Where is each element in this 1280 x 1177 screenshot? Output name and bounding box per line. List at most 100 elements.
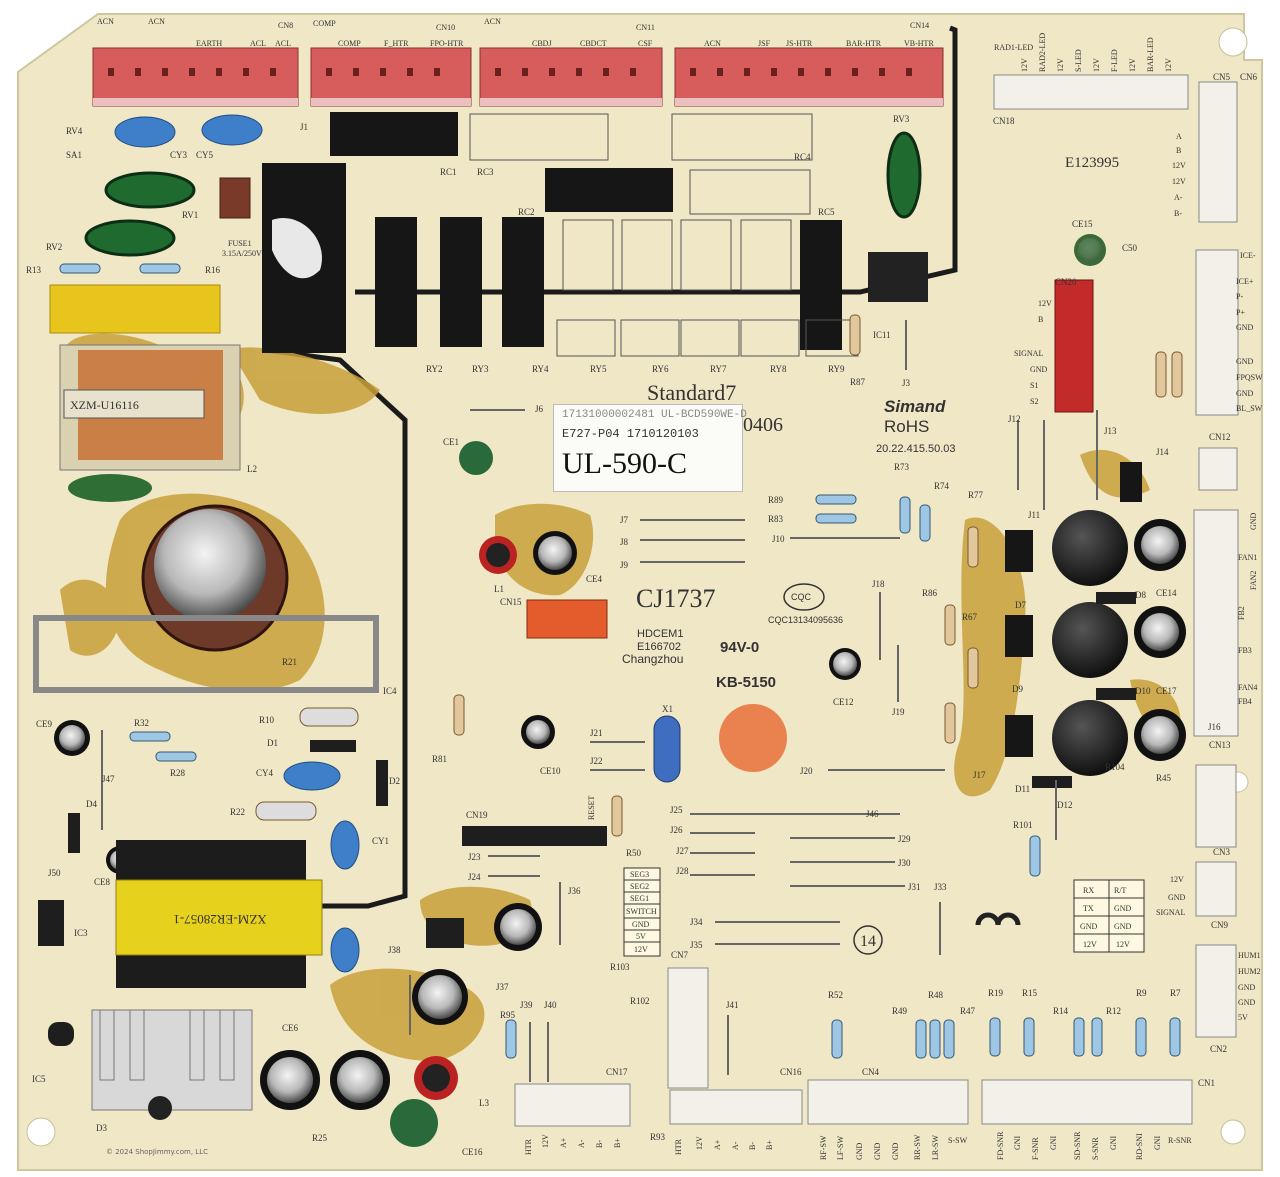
cn1-label: SD-SNR — [1073, 1131, 1082, 1160]
cqc-text: CQC — [791, 592, 812, 602]
ref-cy1: CY1 — [372, 836, 389, 846]
sticker-line-1: 17131000002481 UL-BCD590WE-D — [562, 409, 747, 421]
cj-code: CJ1737 — [636, 584, 715, 613]
ref-d12: D12 — [1057, 800, 1073, 810]
seg-cell: 12V — [634, 945, 648, 954]
cn1-label: RD-SNI — [1135, 1133, 1144, 1160]
ic5 — [48, 1022, 74, 1046]
ref-d2: D2 — [389, 776, 400, 786]
ref-r81: R81 — [432, 754, 447, 764]
cn4-label: LF-SW — [836, 1136, 845, 1160]
ref-cy5: CY5 — [196, 150, 214, 160]
rx-cell: 12V — [1116, 940, 1130, 949]
ref-j7: J7 — [620, 515, 629, 525]
ref-j35: J35 — [690, 940, 703, 950]
rx-table — [1073, 879, 1145, 953]
right-mid-label: FAN1 — [1238, 553, 1257, 562]
jumpers — [101, 320, 1098, 1082]
ul-file: E123995 — [1065, 155, 1119, 171]
brand-simand: Simand — [884, 397, 946, 416]
cn18-label: 12V — [1164, 58, 1173, 72]
ref-r104: R104 — [1105, 762, 1125, 772]
cn20-label: B — [1038, 315, 1043, 324]
cn18-label: 12V — [1128, 58, 1137, 72]
fuse — [219, 177, 251, 219]
num14-mark — [853, 925, 883, 955]
cn9-label: GND — [1168, 893, 1186, 902]
rx-cell: 12V — [1083, 940, 1097, 949]
cn18-label: S-LED — [1074, 49, 1083, 72]
cn8-label-4: ACL — [275, 39, 291, 48]
mosfets — [1005, 462, 1142, 757]
right-label: ICE- — [1240, 251, 1256, 260]
ref-sa1: SA1 — [66, 150, 82, 160]
cn14-label-3: BAR-HTR — [846, 39, 882, 48]
ref-cn6: CN6 — [1240, 72, 1258, 82]
ref-r45: R45 — [1156, 773, 1172, 783]
mount-hole — [1218, 27, 1248, 57]
y-capacitors — [114, 114, 360, 973]
connector-cn15 — [526, 599, 608, 639]
cn20-label: S2 — [1030, 397, 1038, 406]
ref-cn19: CN19 — [466, 810, 488, 820]
ref-rc5: RC5 — [818, 207, 835, 217]
ref-cn20: CN20 — [1055, 277, 1077, 287]
ref-l3: L3 — [479, 1098, 489, 1108]
ref-j17: J17 — [973, 770, 986, 780]
cn17-label: A- — [577, 1139, 586, 1148]
ref-cn18: CN18 — [993, 116, 1015, 126]
ref-j28: J28 — [676, 866, 689, 876]
ref-j8: J8 — [620, 537, 629, 547]
ref-ry2: RY2 — [426, 364, 443, 374]
cn18-label: RAD2-LED — [1038, 33, 1047, 72]
cn9-label: SIGNAL — [1156, 908, 1185, 917]
board-part-no: 20.22.415.50.03 — [876, 443, 956, 455]
ref-r50: R50 — [626, 848, 642, 858]
ref-ce6: CE6 — [282, 1023, 299, 1033]
connector-cn19 — [462, 826, 607, 846]
cn11-label-2: CBDCT — [580, 39, 607, 48]
ref-cn15: CN15 — [500, 597, 522, 607]
ref-r28: R28 — [170, 768, 186, 778]
seg-table — [623, 867, 661, 957]
ref-ce14: CE14 — [1156, 588, 1177, 598]
cn8-label-3: ACL — [250, 39, 266, 48]
cn16-label: 12V — [695, 1136, 704, 1150]
ref-r10: R10 — [259, 715, 275, 725]
cqc-mark — [783, 583, 825, 611]
ref-j20: J20 — [800, 766, 813, 776]
cn1-label: GNI — [1109, 1135, 1118, 1150]
cn14-label-4: VB-HTR — [904, 39, 934, 48]
ref-cn3: CN3 — [1213, 847, 1231, 857]
ref-r95: R95 — [500, 1010, 516, 1020]
ref-r9: R9 — [1136, 988, 1147, 998]
power-chokes — [1052, 510, 1128, 776]
cn17-label: B+ — [613, 1138, 622, 1148]
relay — [440, 217, 482, 347]
cn16-label: HTR — [674, 1138, 683, 1155]
cn16-label: B+ — [765, 1140, 774, 1150]
cn4-label: LR-SW — [931, 1135, 940, 1160]
rx-cell: GND — [1114, 904, 1132, 913]
ref-j10: J10 — [772, 534, 785, 544]
reset-text: RESET — [587, 795, 596, 820]
ref-j26: J26 — [670, 825, 683, 835]
black-trace — [355, 25, 958, 295]
right-label: GND — [1236, 389, 1254, 398]
seg-cell: SEG3 — [630, 870, 649, 879]
heatsink — [91, 1009, 253, 1111]
cn10-label-0: COMP — [313, 19, 336, 28]
connector-cn10 — [310, 47, 472, 107]
cn11-label-1: CBDJ — [532, 39, 552, 48]
ref-r48: R48 — [928, 990, 944, 1000]
ref-j39: J39 — [520, 1000, 533, 1010]
ref-cy3: CY3 — [170, 150, 188, 160]
cn1-label: S-SNR — [1091, 1137, 1100, 1160]
cn4-label: RR-SW — [913, 1134, 922, 1160]
ref-l2: L2 — [247, 464, 257, 474]
cn5-label: A — [1176, 132, 1182, 141]
ref-r22: R22 — [230, 807, 245, 817]
cn20-label: 12V — [1038, 299, 1052, 308]
kb-code: KB-5150 — [716, 674, 776, 691]
